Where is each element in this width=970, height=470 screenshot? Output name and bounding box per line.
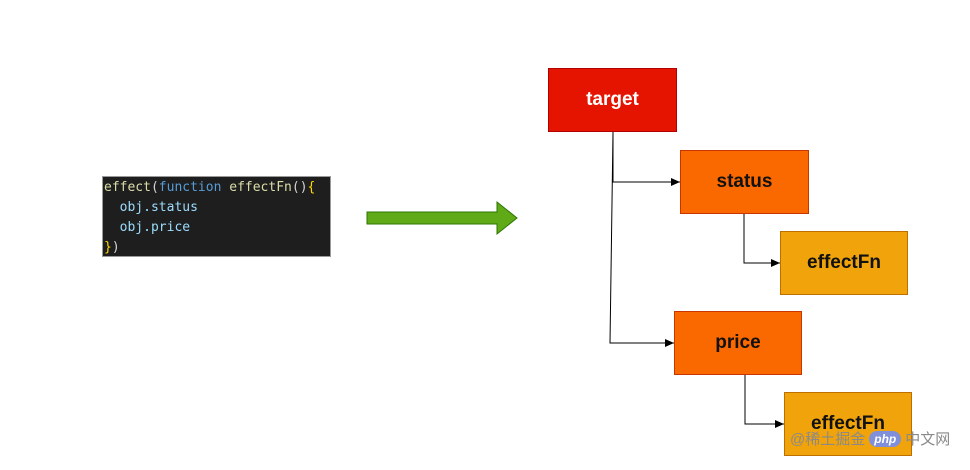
green-arrow-icon — [366, 200, 518, 236]
php-logo-badge: php — [869, 430, 902, 447]
code-open-brace: { — [307, 180, 316, 195]
edge-target-status — [612, 132, 680, 186]
code-snippet: effect(function effectFn(){ obj.status o… — [102, 176, 331, 257]
code-close-brace: } — [104, 240, 112, 255]
watermark-prefix: @稀土掘金 — [790, 431, 866, 448]
code-obj-price: obj.price — [119, 220, 191, 235]
code-line-3: obj.price — [104, 218, 330, 238]
code-function-keyword: function — [158, 180, 222, 195]
watermark-suffix: 中文网 — [905, 431, 951, 448]
code-obj-status: obj.status — [119, 200, 198, 215]
code-line-4: }) — [104, 238, 330, 258]
node-price-effectfn: effectFn — [784, 392, 912, 456]
code-open-paren: ( — [150, 180, 159, 195]
code-fn-name: effectFn — [229, 180, 292, 195]
code-params: () — [291, 180, 308, 195]
node-status-effectfn: effectFn — [780, 231, 908, 295]
watermark: @稀土掘金 php 中文网 — [790, 428, 950, 449]
code-line-2: obj.status — [104, 198, 330, 218]
code-close-paren: ) — [111, 240, 120, 255]
code-line-1: effect(function effectFn(){ — [104, 178, 330, 198]
edge-status-effect — [743, 214, 780, 267]
edge-target-price — [609, 131, 674, 347]
code-effect-call: effect — [104, 180, 151, 195]
node-status: status — [680, 150, 809, 214]
edge-price-effect — [744, 375, 784, 428]
node-price: price — [674, 311, 802, 375]
node-target: target — [548, 68, 677, 132]
